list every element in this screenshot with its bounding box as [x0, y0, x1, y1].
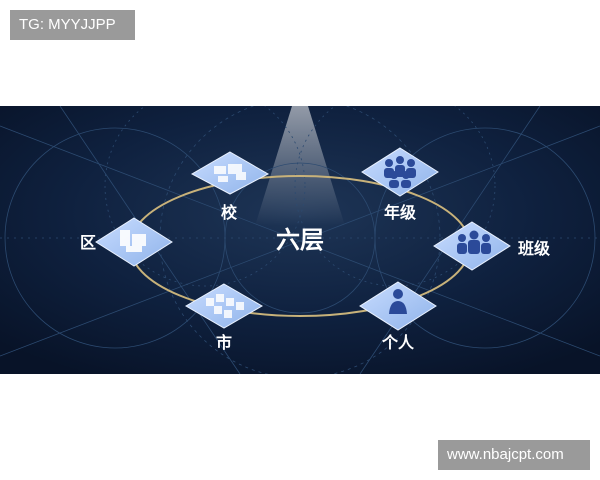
- center-label: 六层: [276, 226, 324, 254]
- individual-figure: [389, 289, 407, 314]
- node-school: 校: [190, 151, 270, 222]
- node-label-grade: 年级: [384, 203, 417, 222]
- node-city: 市: [185, 283, 263, 352]
- node-class: 班级: [433, 221, 551, 271]
- spotlight-beam: [255, 106, 345, 226]
- node-label-class: 班级: [518, 239, 551, 258]
- watermark-top-left: TG: MYYJJPP: [10, 10, 135, 40]
- school-building-detail: [214, 164, 246, 182]
- node-label-district: 区: [80, 233, 96, 252]
- node-label-school: 校: [221, 203, 238, 222]
- class-figures: [457, 230, 491, 254]
- city-blocks-detail: [206, 294, 244, 318]
- node-grade: 年级: [361, 147, 439, 222]
- district-building-detail: [120, 230, 146, 252]
- node-label-individual: 个人: [381, 333, 415, 352]
- node-individual: 个人: [359, 281, 437, 352]
- node-district: 区: [80, 217, 173, 267]
- watermark-bottom-right: www.nbajcpt.com: [438, 440, 590, 470]
- city-blocks-icon: [185, 283, 263, 329]
- six-layer-diagram: 六层 校 年级: [0, 106, 600, 374]
- node-label-city: 市: [216, 333, 232, 352]
- grade-figures: [384, 156, 416, 188]
